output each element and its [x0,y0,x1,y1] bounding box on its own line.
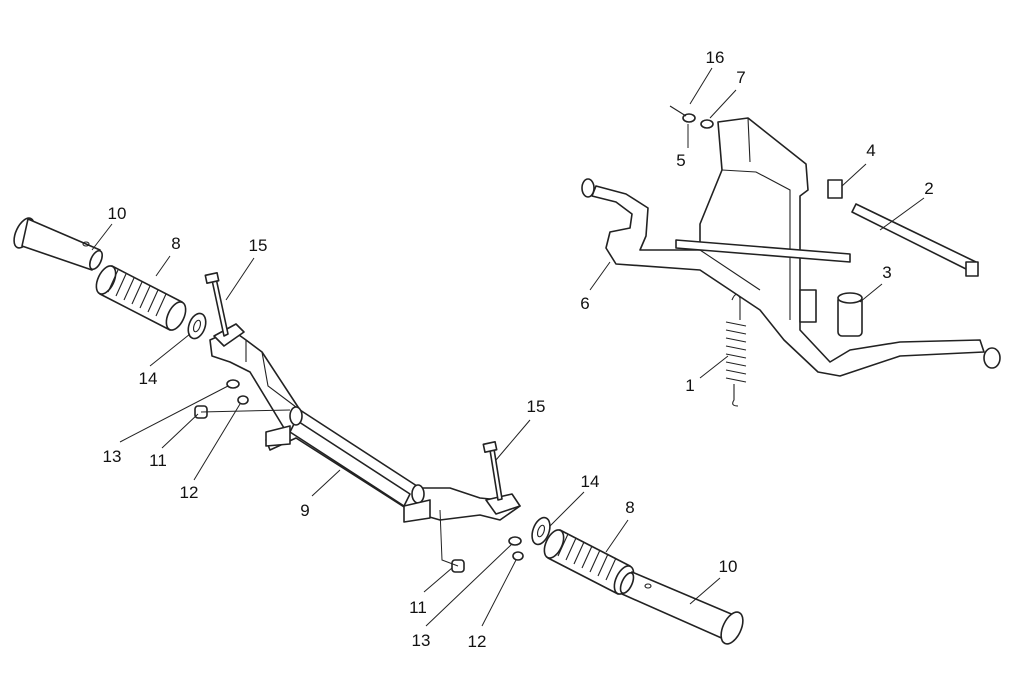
callout-15: 15 [527,397,546,416]
stand-callouts: 16 7 5 4 2 6 3 1 [580,48,933,395]
leader-lines [91,67,925,627]
left-washer [187,312,207,340]
callout-2: 2 [924,179,933,198]
callout-13: 13 [412,631,431,650]
callout-11: 11 [149,451,167,470]
callout-7: 7 [736,68,745,87]
right-footpeg-tube [619,571,744,645]
callout-13: 13 [103,447,122,466]
spring [725,293,747,407]
callout-16: 16 [706,48,725,67]
callout-14: 14 [581,472,600,491]
callout-6: 6 [580,294,589,313]
callout-10: 10 [108,204,127,223]
callout-11: 11 [409,598,427,617]
callout-14: 14 [139,369,158,388]
bolts-and-nuts [194,272,524,573]
callout-4: 4 [866,141,875,160]
callout-15: 15 [249,236,268,255]
callout-3: 3 [882,263,891,282]
callout-12: 12 [468,632,487,651]
callout-8: 8 [171,234,180,253]
callout-9: 9 [300,501,309,520]
right-washer [531,516,551,546]
callout-10: 10 [719,557,738,576]
callout-5: 5 [676,151,685,170]
right-callouts: 15 14 8 10 11 13 12 [409,397,737,651]
callout-8: 8 [625,498,634,517]
callout-12: 12 [180,483,199,502]
callout-1: 1 [685,376,694,395]
stand-assembly [581,105,1001,377]
left-footpeg-tube [13,217,103,271]
left-callouts: 10 8 15 14 13 11 12 9 [103,204,310,520]
footrest-bar [209,323,521,523]
left-rubber-grip [95,265,187,331]
